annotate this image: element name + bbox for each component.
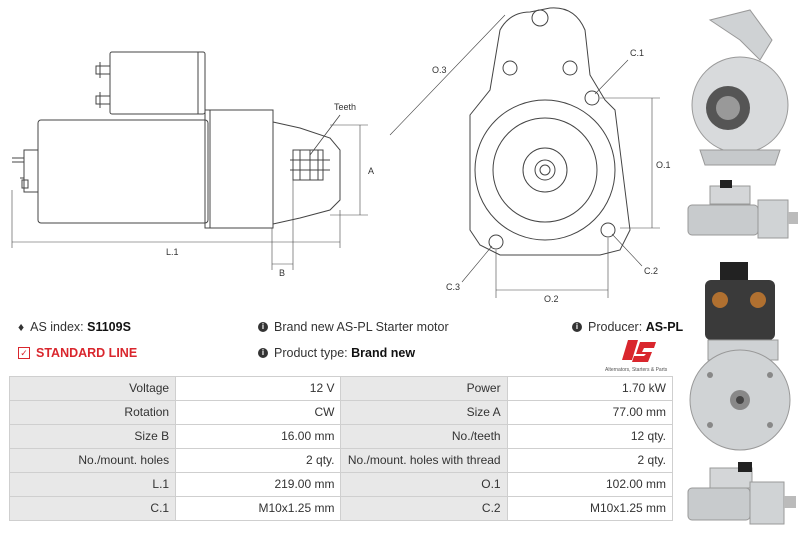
hole-c2	[600, 222, 616, 238]
producer-row: i Producer: AS-PL	[572, 320, 683, 334]
pinion-outline	[292, 149, 324, 181]
photo-solenoid-view	[705, 262, 779, 361]
label-teeth: Teeth	[334, 102, 356, 112]
checkbox-icon: ✓	[18, 347, 30, 359]
photo-front-view	[691, 9, 789, 166]
housing-outer	[474, 99, 616, 241]
info-icon: i	[258, 322, 268, 332]
spec-value: CW	[175, 400, 342, 425]
spec-value: 2 qty.	[506, 448, 674, 473]
tag-icon: ♦	[18, 320, 25, 334]
spec-label: Rotation	[8, 400, 177, 425]
solenoid-outline	[109, 51, 206, 115]
label-o3: O.3	[432, 65, 447, 75]
producer-value: AS-PL	[645, 320, 684, 334]
flange-outline	[469, 7, 631, 256]
spec-label: C.2	[340, 496, 508, 521]
label-c3: C.3	[446, 282, 460, 292]
info-icon: i	[572, 322, 582, 332]
spec-label: No./teeth	[340, 424, 508, 449]
product-description: Brand new AS-PL Starter motor	[274, 320, 449, 334]
hole-c1	[584, 90, 600, 106]
label-o2: O.2	[544, 294, 559, 304]
product-type-value: Brand new	[351, 346, 416, 360]
photo-rear-view	[689, 349, 791, 451]
motor-body-outline	[37, 119, 209, 224]
spec-label: Size A	[340, 400, 508, 425]
spec-value: 219.00 mm	[175, 472, 342, 497]
spec-label: Voltage	[8, 376, 177, 401]
label-c2: C.2	[644, 266, 658, 276]
hole-c3	[488, 234, 504, 250]
label-a: A	[368, 166, 374, 176]
as-index-value: S1109S	[87, 320, 131, 334]
product-info: ♦ AS index: S1109S ✓ STANDARD LINE i Bra…	[0, 312, 683, 372]
spec-value: 77.00 mm	[506, 400, 674, 425]
spec-label: L.1	[8, 472, 177, 497]
spec-value: 12 V	[175, 376, 342, 401]
info-icon: i	[258, 348, 268, 358]
spec-value: 1.70 kW	[506, 376, 674, 401]
as-index-label: AS index:	[30, 320, 84, 334]
label-b: B	[279, 268, 285, 278]
product-type-row: i Product type: Brand new	[258, 346, 415, 360]
spec-label: C.1	[8, 496, 177, 521]
product-type-label: Product type:	[274, 346, 348, 360]
spec-value: M10x1.25 mm	[506, 496, 674, 521]
technical-drawing: Teeth A L.1 B O.3 C.1 O.1 C.3 O.2 C.2	[11, 7, 671, 304]
as-pl-logo: Alternators, Starters & Parts	[605, 340, 668, 373]
spec-value: M10x1.25 mm	[175, 496, 342, 521]
spec-label: Power	[340, 376, 508, 401]
photo-full-side-view	[687, 462, 796, 525]
label-o1: O.1	[656, 160, 671, 170]
product-photos	[687, 9, 798, 525]
spec-label: O.1	[340, 472, 508, 497]
label-l1: L.1	[166, 247, 179, 257]
spec-label: Size B	[8, 424, 177, 449]
spec-value: 2 qty.	[175, 448, 342, 473]
standard-line-label: STANDARD LINE	[36, 346, 138, 360]
spec-value: 16.00 mm	[175, 424, 342, 449]
producer-label: Producer:	[588, 320, 643, 334]
as-index-row: ♦ AS index: S1109S	[18, 320, 131, 334]
logo-tagline: Alternators, Starters & Parts	[605, 367, 668, 373]
spec-label: No./mount. holes	[8, 448, 177, 473]
spec-value: 12 qty.	[506, 424, 674, 449]
spec-label: No./mount. holes with thread	[340, 448, 508, 473]
description-row: i Brand new AS-PL Starter motor	[258, 320, 449, 334]
spec-value: 102.00 mm	[506, 472, 674, 497]
photo-side-view	[687, 180, 798, 239]
standard-line-row: ✓ STANDARD LINE	[18, 346, 137, 360]
label-c1: C.1	[630, 48, 644, 58]
